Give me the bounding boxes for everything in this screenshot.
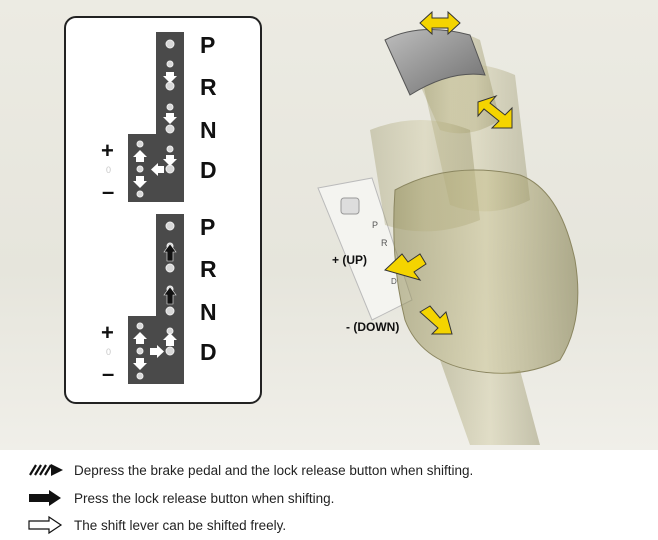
plate-letter-d: D: [391, 277, 397, 286]
shift-lever-scene: P R D: [317, 10, 579, 445]
gate-1-minus: –: [102, 179, 115, 204]
lever-knob: [384, 29, 486, 96]
gate-1-plus: +: [101, 138, 114, 163]
legend-text: Depress the brake pedal and the lock rel…: [74, 463, 474, 478]
legend-text: The shift lever can be shifted freely.: [74, 518, 287, 533]
gate-2-zero: 0: [106, 347, 112, 357]
plate-letter-p: P: [372, 220, 378, 230]
yellow-arrow-right: [477, 94, 513, 129]
gate-1-zero: 0: [106, 165, 112, 175]
gate-2-arrow-r-p: [163, 243, 177, 262]
gate-2-position-d: D: [200, 339, 217, 365]
gate-diagram-panel: P R N D + 0 – P R N D + 0 –: [64, 16, 262, 404]
gate-2-position-p: P: [200, 214, 216, 240]
gate-1-arrow-up: [133, 150, 147, 162]
outline-arrow-icon: [28, 515, 63, 535]
gate-2-arrow-right: [150, 345, 164, 358]
gate-2-arrow-up: [133, 332, 147, 344]
gate-2-minus: –: [102, 361, 115, 386]
gate-1-position-r: R: [200, 74, 217, 100]
legend: Depress the brake pedal and the lock rel…: [27, 460, 647, 540]
plate-letter-r: R: [381, 238, 388, 248]
lever-body: [393, 169, 579, 374]
gate-1-position-d: D: [200, 157, 217, 183]
yellow-arrow-down: [419, 305, 453, 335]
legend-item: The shift lever can be shifted freely.: [27, 515, 627, 537]
gate-2-arrow-n-r: [163, 286, 177, 305]
yellow-arrow-top: [419, 10, 461, 36]
legend-text: Press the lock release button when shift…: [74, 491, 335, 506]
gate-1-arrow-r-n: [163, 113, 177, 124]
gate-1-position-p: P: [200, 32, 216, 58]
solid-arrow-icon: [29, 490, 61, 506]
shift-lever-illustration: P R D + (UP) - (DOWN): [0, 0, 658, 450]
gate-1-hatched-arrow: [163, 72, 177, 83]
gate-1-position-n: N: [200, 117, 217, 143]
legend-item: Press the lock release button when shift…: [27, 488, 627, 510]
legend-item: Depress the brake pedal and the lock rel…: [27, 460, 627, 482]
lever-shaft: [440, 360, 540, 445]
gate-2-position-r: R: [200, 256, 217, 282]
up-label: + (UP): [332, 253, 368, 267]
gate-2-plus: +: [101, 320, 114, 345]
hatched-arrow-icon: [29, 464, 63, 476]
down-label: - (DOWN): [346, 320, 400, 334]
gate-1-arrow-down: [133, 176, 147, 188]
plate-button: [340, 197, 360, 215]
gate-1-arrow-n-d: [163, 155, 177, 166]
gate-diagrams-graphic: [128, 32, 184, 384]
gate-2-position-n: N: [200, 299, 217, 325]
yellow-arrow-up: [384, 253, 427, 281]
gate-2-arrow-down: [133, 358, 147, 370]
gate-1-arrow-left: [151, 163, 164, 176]
gate-2-arrow-d-n: [163, 333, 177, 346]
